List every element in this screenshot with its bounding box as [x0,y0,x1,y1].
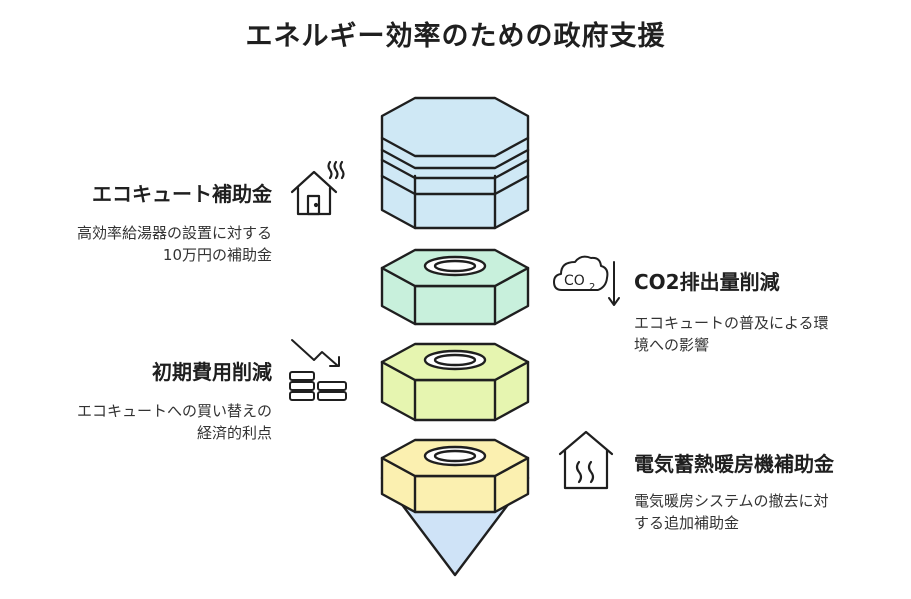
nut-segment-yellow [380,438,530,514]
svg-text:CO: CO [564,273,585,289]
co2-down-icon: CO 2 [553,255,620,306]
item-heading-co2: CO2排出量削減 [634,270,780,294]
desc-line: 境への影響 [634,336,710,354]
desc-line: 高効率給湯器の設置に対する [76,224,272,242]
item-heading-cost: 初期費用削減 [152,360,272,384]
item-heading-heater: 電気蓄熱暖房機補助金 [634,452,834,476]
desc-line: 経済的利点 [196,424,272,442]
cap-segment [380,96,530,230]
svg-text:2: 2 [589,282,595,293]
item-desc-subsidy: 高効率給湯器の設置に対する 10万円の補助金 [20,222,272,266]
coins-down-icon [289,339,347,401]
desc-line: エコキュートの普及による環 [634,314,829,332]
house-heat-icon [290,160,345,216]
desc-line: 10万円の補助金 [162,246,272,264]
desc-line: エコキュートへの買い替えの [76,402,272,420]
item-desc-heater: 電気暖房システムの撤去に対 する追加補助金 [634,490,904,534]
item-heading-subsidy: エコキュート補助金 [92,182,272,206]
item-desc-co2: エコキュートの普及による環 境への影響 [634,312,904,356]
component-stack [380,96,530,577]
desc-line: 電気暖房システムの撤去に対 [634,492,829,510]
page-title: エネルギー効率のための政府支援 [245,21,666,52]
item-desc-cost: エコキュートへの買い替えの 経済的利点 [20,400,272,444]
nut-segment-lime [380,342,530,422]
desc-line: する追加補助金 [634,514,740,532]
nut-segment-green [380,248,530,326]
heated-house-icon [558,430,614,490]
